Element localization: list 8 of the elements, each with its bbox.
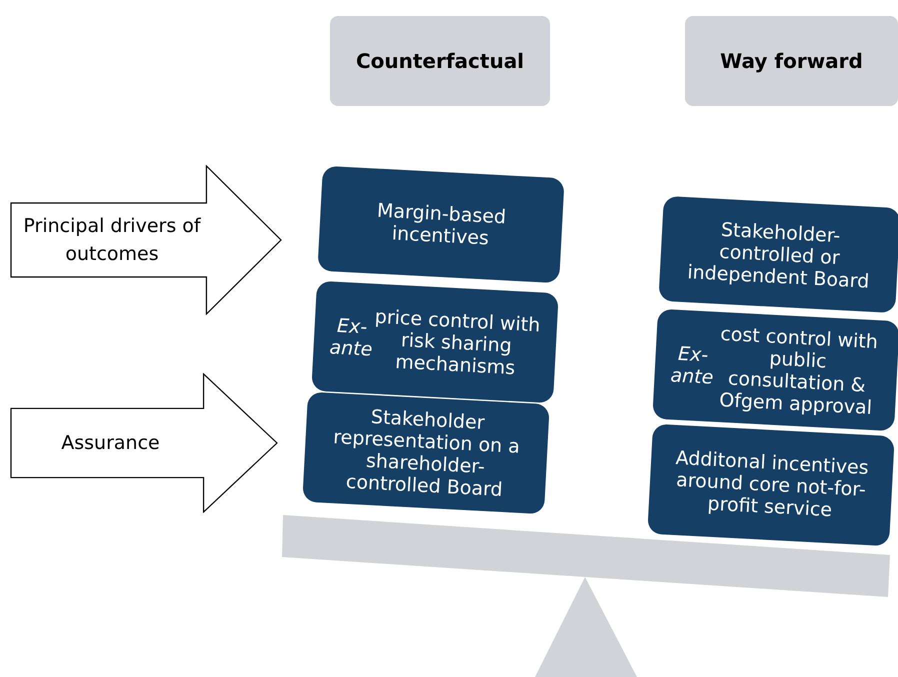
option-card: Additonal incentives around core not-for-profit service [647, 424, 895, 546]
option-card: Stakeholder-controlled or independent Board [658, 196, 898, 314]
arrow-label: Principal drivers of outcomes [22, 214, 202, 267]
column-header: Counterfactual [330, 16, 550, 106]
option-card: Margin-based incentives [317, 166, 565, 284]
arrow-label: Assurance [61, 431, 160, 456]
option-card: Stakeholder representation on a shareholder-controlled Board [302, 392, 550, 514]
column-header: Way forward [685, 16, 898, 106]
